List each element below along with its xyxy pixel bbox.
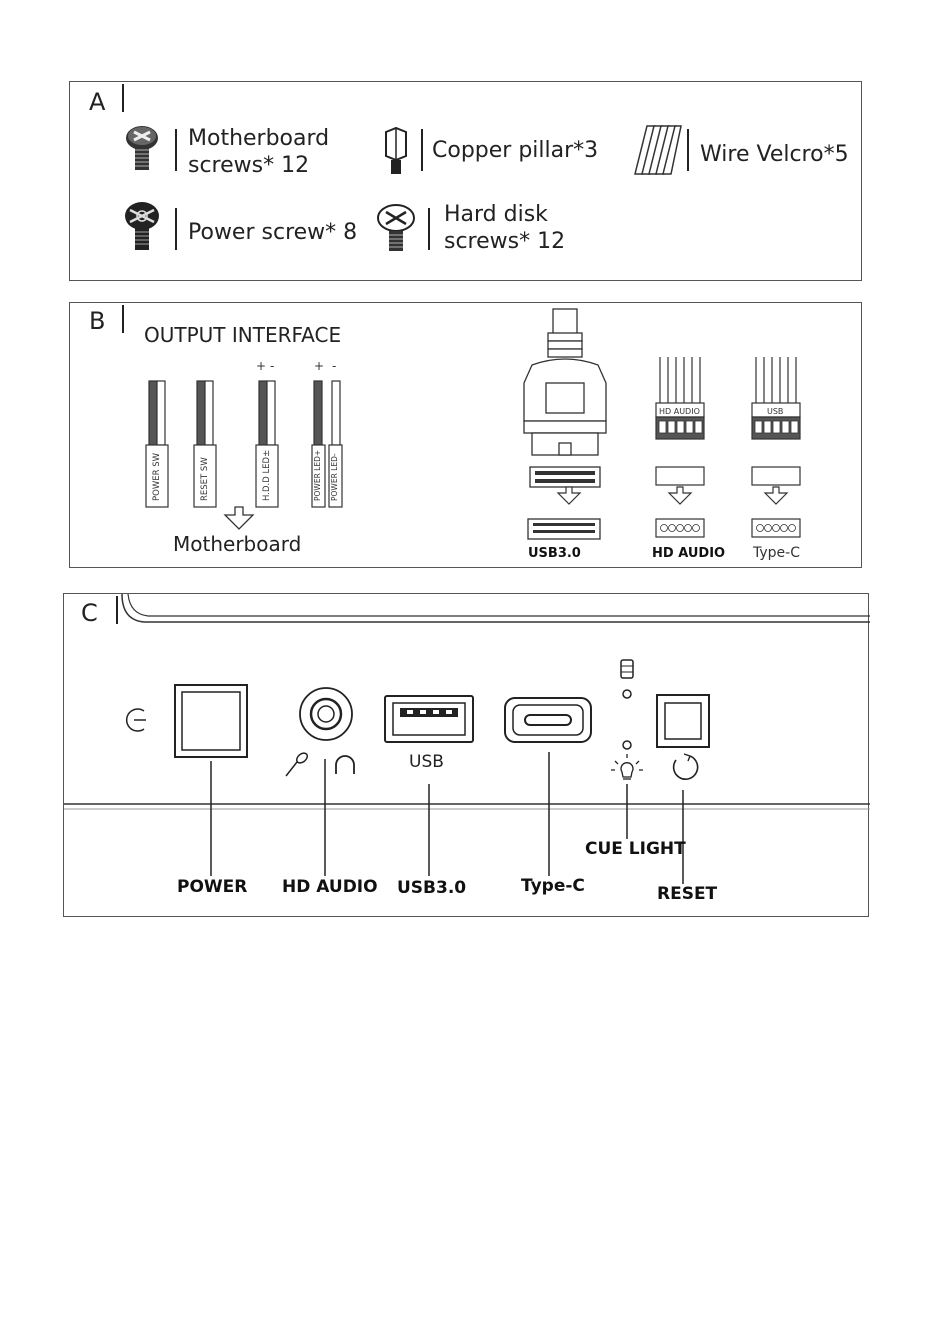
wire-label-hdd-led: H.D.D LED± bbox=[262, 450, 272, 501]
power-led-minus: - bbox=[332, 359, 336, 373]
divider bbox=[175, 208, 177, 250]
usb-connector-tag: USB bbox=[767, 407, 783, 416]
hdd-led-plus: + bbox=[256, 359, 266, 373]
hard-disk-screws-label-2: screws* 12 bbox=[444, 228, 565, 255]
divider bbox=[428, 208, 430, 250]
copper-pillar-icon bbox=[382, 126, 412, 176]
power-screw-icon bbox=[122, 200, 162, 252]
power-button-shape bbox=[175, 685, 247, 757]
label-hd-audio: HD AUDIO bbox=[282, 877, 378, 897]
divider bbox=[421, 129, 423, 171]
motherboard-label: Motherboard bbox=[173, 532, 301, 556]
power-led-plus: + bbox=[314, 359, 324, 373]
motherboard-screws-label-1: Motherboard bbox=[188, 125, 329, 152]
power-symbol-icon bbox=[127, 709, 146, 731]
front-panel-wires-graphic bbox=[70, 303, 370, 563]
label-usb3: USB3.0 bbox=[397, 878, 466, 898]
wire-label-power-sw: POWER SW bbox=[152, 453, 162, 501]
type-c-connector-graphic bbox=[748, 303, 808, 548]
front-io-panel-graphic bbox=[64, 594, 870, 918]
divider bbox=[175, 129, 177, 171]
motherboard-screw-icon bbox=[122, 124, 162, 174]
bulb-icon bbox=[611, 754, 643, 779]
hard-disk-screws-label-1: Hard disk bbox=[444, 201, 548, 228]
panel-a-accessories: A Motherboard screws* 12 Copper pillar*3… bbox=[69, 81, 862, 281]
usb-port-label: USB bbox=[409, 752, 444, 772]
power-screw-label: Power screw* 8 bbox=[188, 219, 357, 246]
divider bbox=[687, 129, 689, 171]
usb3-connector-graphic bbox=[510, 303, 620, 548]
panel-a-letter: A bbox=[89, 88, 105, 116]
panel-c-front-io: C bbox=[63, 593, 869, 917]
connector-label-type-c: Type-C bbox=[753, 545, 800, 561]
label-reset: RESET bbox=[657, 884, 717, 904]
label-power: POWER bbox=[177, 877, 247, 897]
hdd-led-minus: - bbox=[270, 359, 274, 373]
connector-label-usb3: USB3.0 bbox=[528, 546, 581, 561]
wire-label-reset-sw: RESET SW bbox=[200, 457, 210, 501]
wire-velcro-icon bbox=[633, 122, 681, 178]
wire-label-power-led-minus: POWER LED- bbox=[330, 453, 339, 501]
wire-label-power-led-plus: POWER LED+ bbox=[313, 450, 322, 501]
panel-a-letter-divider bbox=[122, 84, 124, 112]
hard-disk-screw-icon bbox=[376, 202, 416, 254]
hd-audio-connector-tag: HD AUDIO bbox=[659, 407, 700, 416]
copper-pillar-label: Copper pillar*3 bbox=[432, 137, 598, 164]
hd-audio-connector-graphic bbox=[652, 303, 712, 548]
panel-b-output-interface: B OUTPUT INTERFACE + - + - POWER SW RESE… bbox=[69, 302, 862, 568]
connector-label-hd-audio: HD AUDIO bbox=[652, 546, 725, 561]
wire-velcro-label: Wire Velcro*5 bbox=[700, 141, 849, 168]
label-cue-light: CUE LIGHT bbox=[585, 839, 686, 859]
label-type-c: Type-C bbox=[521, 876, 585, 896]
motherboard-screws-label-2: screws* 12 bbox=[188, 152, 309, 179]
